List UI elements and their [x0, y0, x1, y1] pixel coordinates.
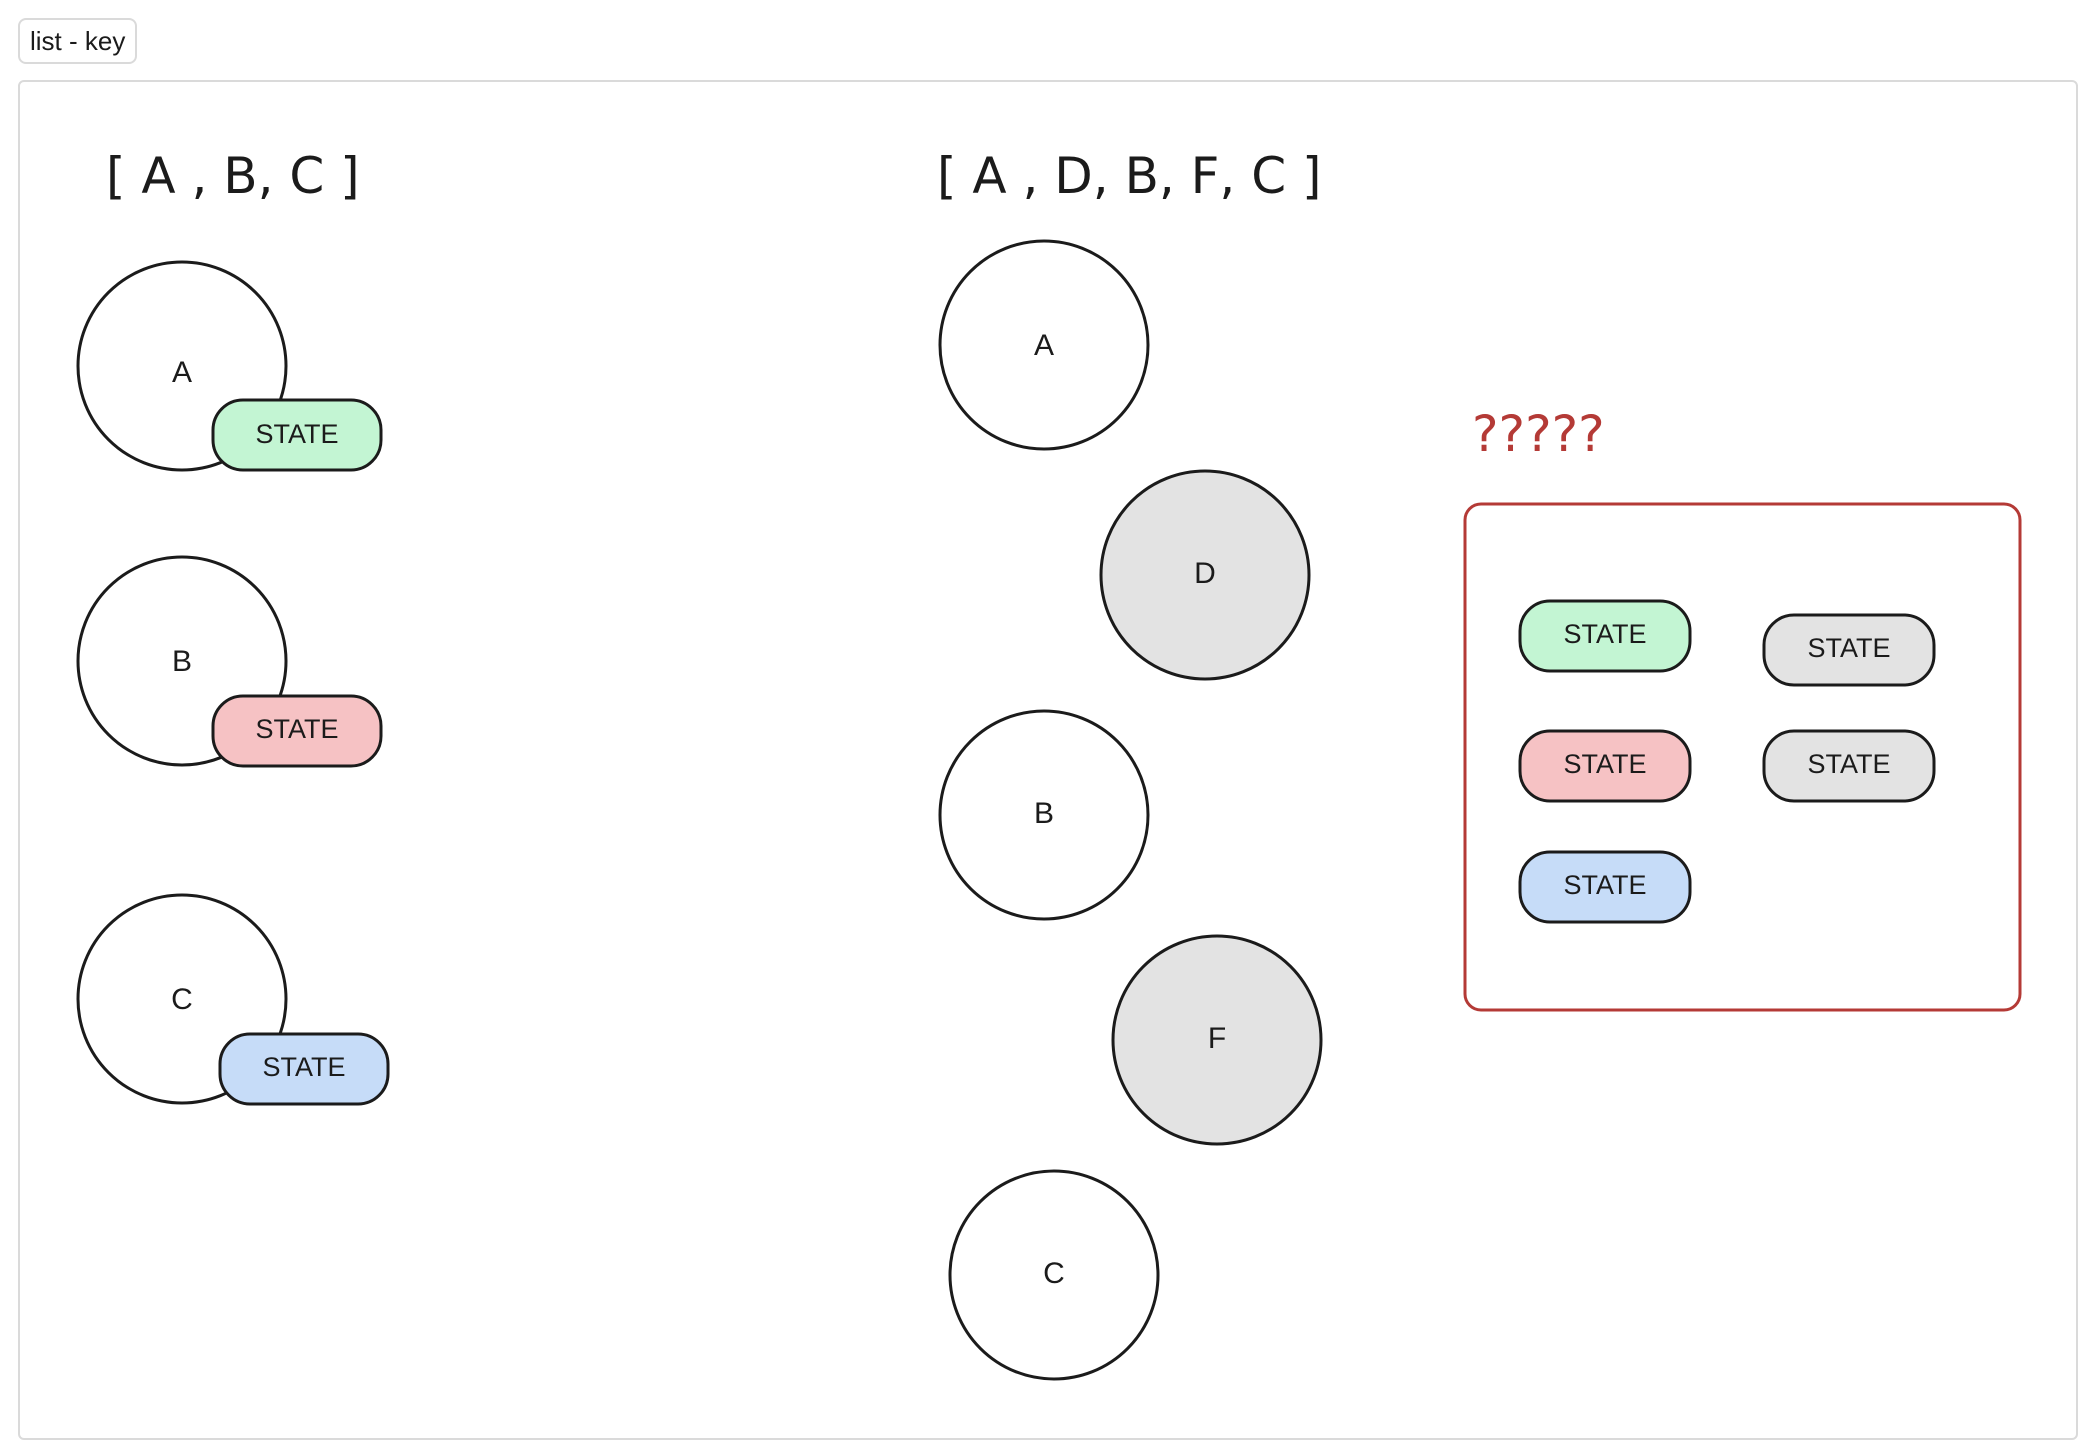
right-node-f[interactable]: F	[1111, 934, 1323, 1146]
right-node-d[interactable]: D	[1099, 469, 1311, 681]
question-state-3-label: STATE	[1563, 749, 1646, 779]
left-node-b-label: B	[172, 645, 192, 678]
left-node-c-label: C	[171, 983, 193, 1016]
right-node-b-circle	[938, 709, 1150, 921]
frame-label[interactable]: list - key	[18, 18, 138, 64]
right-node-f-label: F	[1208, 1022, 1226, 1055]
question-state-2[interactable]: STATE	[1762, 613, 1936, 687]
left-list-title: [ A , B, C ]	[106, 147, 360, 205]
right-node-d-label: D	[1194, 557, 1216, 590]
question-state-3[interactable]: STATE	[1518, 729, 1692, 803]
question-state-1-pill	[1518, 599, 1692, 673]
right-node-b-label: B	[1034, 797, 1054, 830]
left-node-c-state-label: STATE	[262, 1052, 345, 1082]
right-node-d-circle	[1099, 469, 1311, 681]
left-node-a[interactable]: A STATE	[76, 260, 383, 472]
question-state-5[interactable]: STATE	[1518, 850, 1692, 924]
question-state-3-pill	[1518, 729, 1692, 803]
right-node-c[interactable]: C	[948, 1169, 1160, 1381]
question-state-5-pill	[1518, 850, 1692, 924]
question-state-4-label: STATE	[1807, 749, 1890, 779]
right-node-b[interactable]: B	[938, 709, 1150, 921]
left-node-b-state-pill	[211, 694, 383, 768]
right-node-c-circle	[948, 1169, 1160, 1381]
right-node-c-label: C	[1043, 1257, 1065, 1290]
right-node-a[interactable]: A	[938, 239, 1150, 451]
left-node-b[interactable]: B STATE	[76, 555, 383, 768]
left-node-a-label: A	[172, 356, 192, 389]
right-list-title: [ A , D, B, F, C ]	[937, 147, 1322, 205]
question-title: ?????	[1472, 405, 1605, 463]
right-node-a-circle	[938, 239, 1150, 451]
left-node-a-state-label: STATE	[255, 419, 338, 449]
right-node-a-label: A	[1034, 329, 1054, 362]
left-node-c[interactable]: C STATE	[76, 893, 390, 1106]
right-node-f-circle	[1111, 934, 1323, 1146]
left-node-b-state-label: STATE	[255, 714, 338, 744]
question-state-1[interactable]: STATE	[1518, 599, 1692, 673]
question-state-1-label: STATE	[1563, 619, 1646, 649]
question-state-2-label: STATE	[1807, 633, 1890, 663]
question-state-2-pill	[1762, 613, 1936, 687]
question-state-4[interactable]: STATE	[1762, 729, 1936, 803]
question-state-5-label: STATE	[1563, 870, 1646, 900]
left-node-c-state-pill	[218, 1032, 390, 1106]
left-node-a-state-pill	[211, 398, 383, 472]
question-state-4-pill	[1762, 729, 1936, 803]
